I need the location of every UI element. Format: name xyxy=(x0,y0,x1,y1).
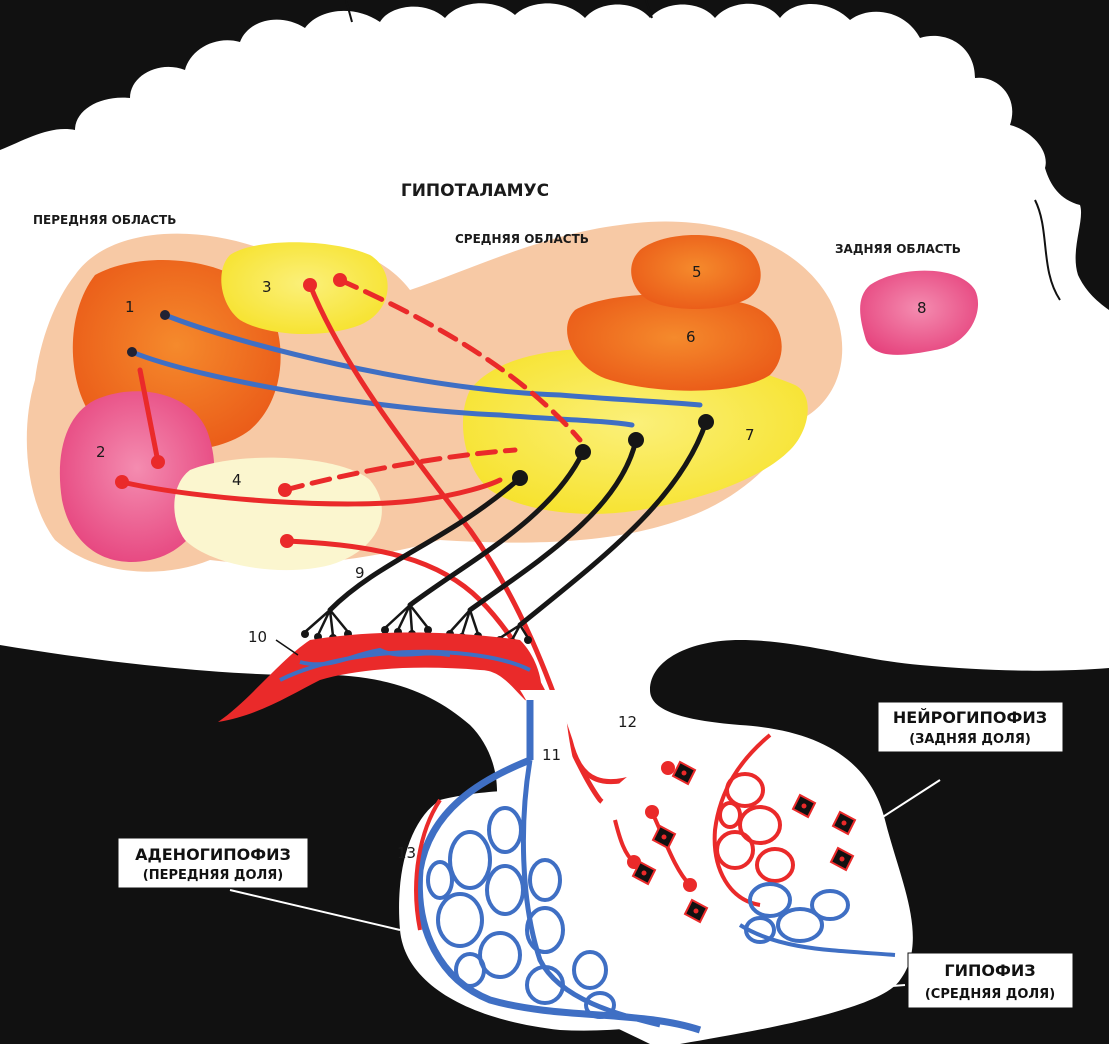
label-7: 7 xyxy=(745,426,755,444)
cortex-folds xyxy=(345,0,1061,301)
neurosecretory-terminals xyxy=(613,761,697,892)
nucleus-6 xyxy=(567,294,782,391)
neurohypophysis-label-box: НЕЙРОГИПОФИЗ (ЗАДНЯЯ ДОЛЯ) xyxy=(877,701,1064,753)
axon-terminals xyxy=(304,604,530,641)
red-dashed-axons xyxy=(282,277,583,493)
adenohypophysis-network xyxy=(414,756,702,1034)
soma-2 xyxy=(115,475,129,489)
axon-1b-soma xyxy=(127,347,137,357)
leader-lines xyxy=(229,779,941,996)
soma-4a xyxy=(278,483,292,497)
nucleus-7 xyxy=(462,348,808,514)
soma-2b xyxy=(151,455,165,469)
adenohypophysis-title: АДЕНОГИПОФИЗ xyxy=(135,845,291,864)
label-3: 3 xyxy=(262,278,272,296)
brain-top-silhouette xyxy=(0,0,1109,310)
secretory-cells xyxy=(631,760,857,924)
middle-lobe-title: ГИПОФИЗ xyxy=(944,961,1035,980)
diagram-title: ГИПОТАЛАМУС xyxy=(401,181,549,201)
soma-3b xyxy=(333,273,347,287)
region-anterior-label: ПЕРЕДНЯЯ ОБЛАСТЬ xyxy=(33,213,176,227)
soma-3 xyxy=(303,278,317,292)
label-2: 2 xyxy=(96,443,106,461)
region-middle-label: СРЕДНЯЯ ОБЛАСТЬ xyxy=(455,232,589,246)
intermediate-network xyxy=(738,882,896,957)
label-11: 11 xyxy=(542,746,561,764)
adenohypophysis-label-box: АДЕНОГИПОФИЗ (ПЕРЕДНЯЯ ДОЛЯ) xyxy=(117,837,309,889)
neurohypophysis-network xyxy=(712,733,795,907)
label-8: 8 xyxy=(917,299,927,317)
portal-plexus-veins xyxy=(279,647,531,682)
blue-axons xyxy=(129,312,703,428)
label-10-leader xyxy=(275,639,299,656)
nucleus-8 xyxy=(860,270,979,355)
label-5: 5 xyxy=(692,263,702,281)
label-4: 4 xyxy=(232,471,242,489)
black-axon-somas xyxy=(512,414,714,486)
neurohypophysis-sub: (ЗАДНЯЯ ДОЛЯ) xyxy=(909,732,1031,747)
label-1: 1 xyxy=(125,298,135,316)
label-12: 12 xyxy=(618,713,637,731)
middle-lobe-label-box: ГИПОФИЗ (СРЕДНЯЯ ДОЛЯ) xyxy=(907,952,1074,1009)
nucleus-5 xyxy=(631,235,761,309)
label-6: 6 xyxy=(686,328,696,346)
axon-1a-soma xyxy=(160,310,170,320)
nucleus-2 xyxy=(59,391,215,562)
region-posterior-label: ЗАДНЯЯ ОБЛАСТЬ xyxy=(835,242,961,256)
label-9: 9 xyxy=(355,564,365,582)
middle-lobe-sub: (СРЕДНЯЯ ДОЛЯ) xyxy=(925,987,1055,1002)
neurohypophysis-title: НЕЙРОГИПОФИЗ xyxy=(893,708,1047,727)
soma-4b xyxy=(280,534,294,548)
black-axons xyxy=(327,419,709,628)
label-13: 13 xyxy=(397,844,416,862)
adenohypophysis-sub: (ПЕРЕДНЯЯ ДОЛЯ) xyxy=(143,868,284,883)
label-10: 10 xyxy=(248,628,267,646)
